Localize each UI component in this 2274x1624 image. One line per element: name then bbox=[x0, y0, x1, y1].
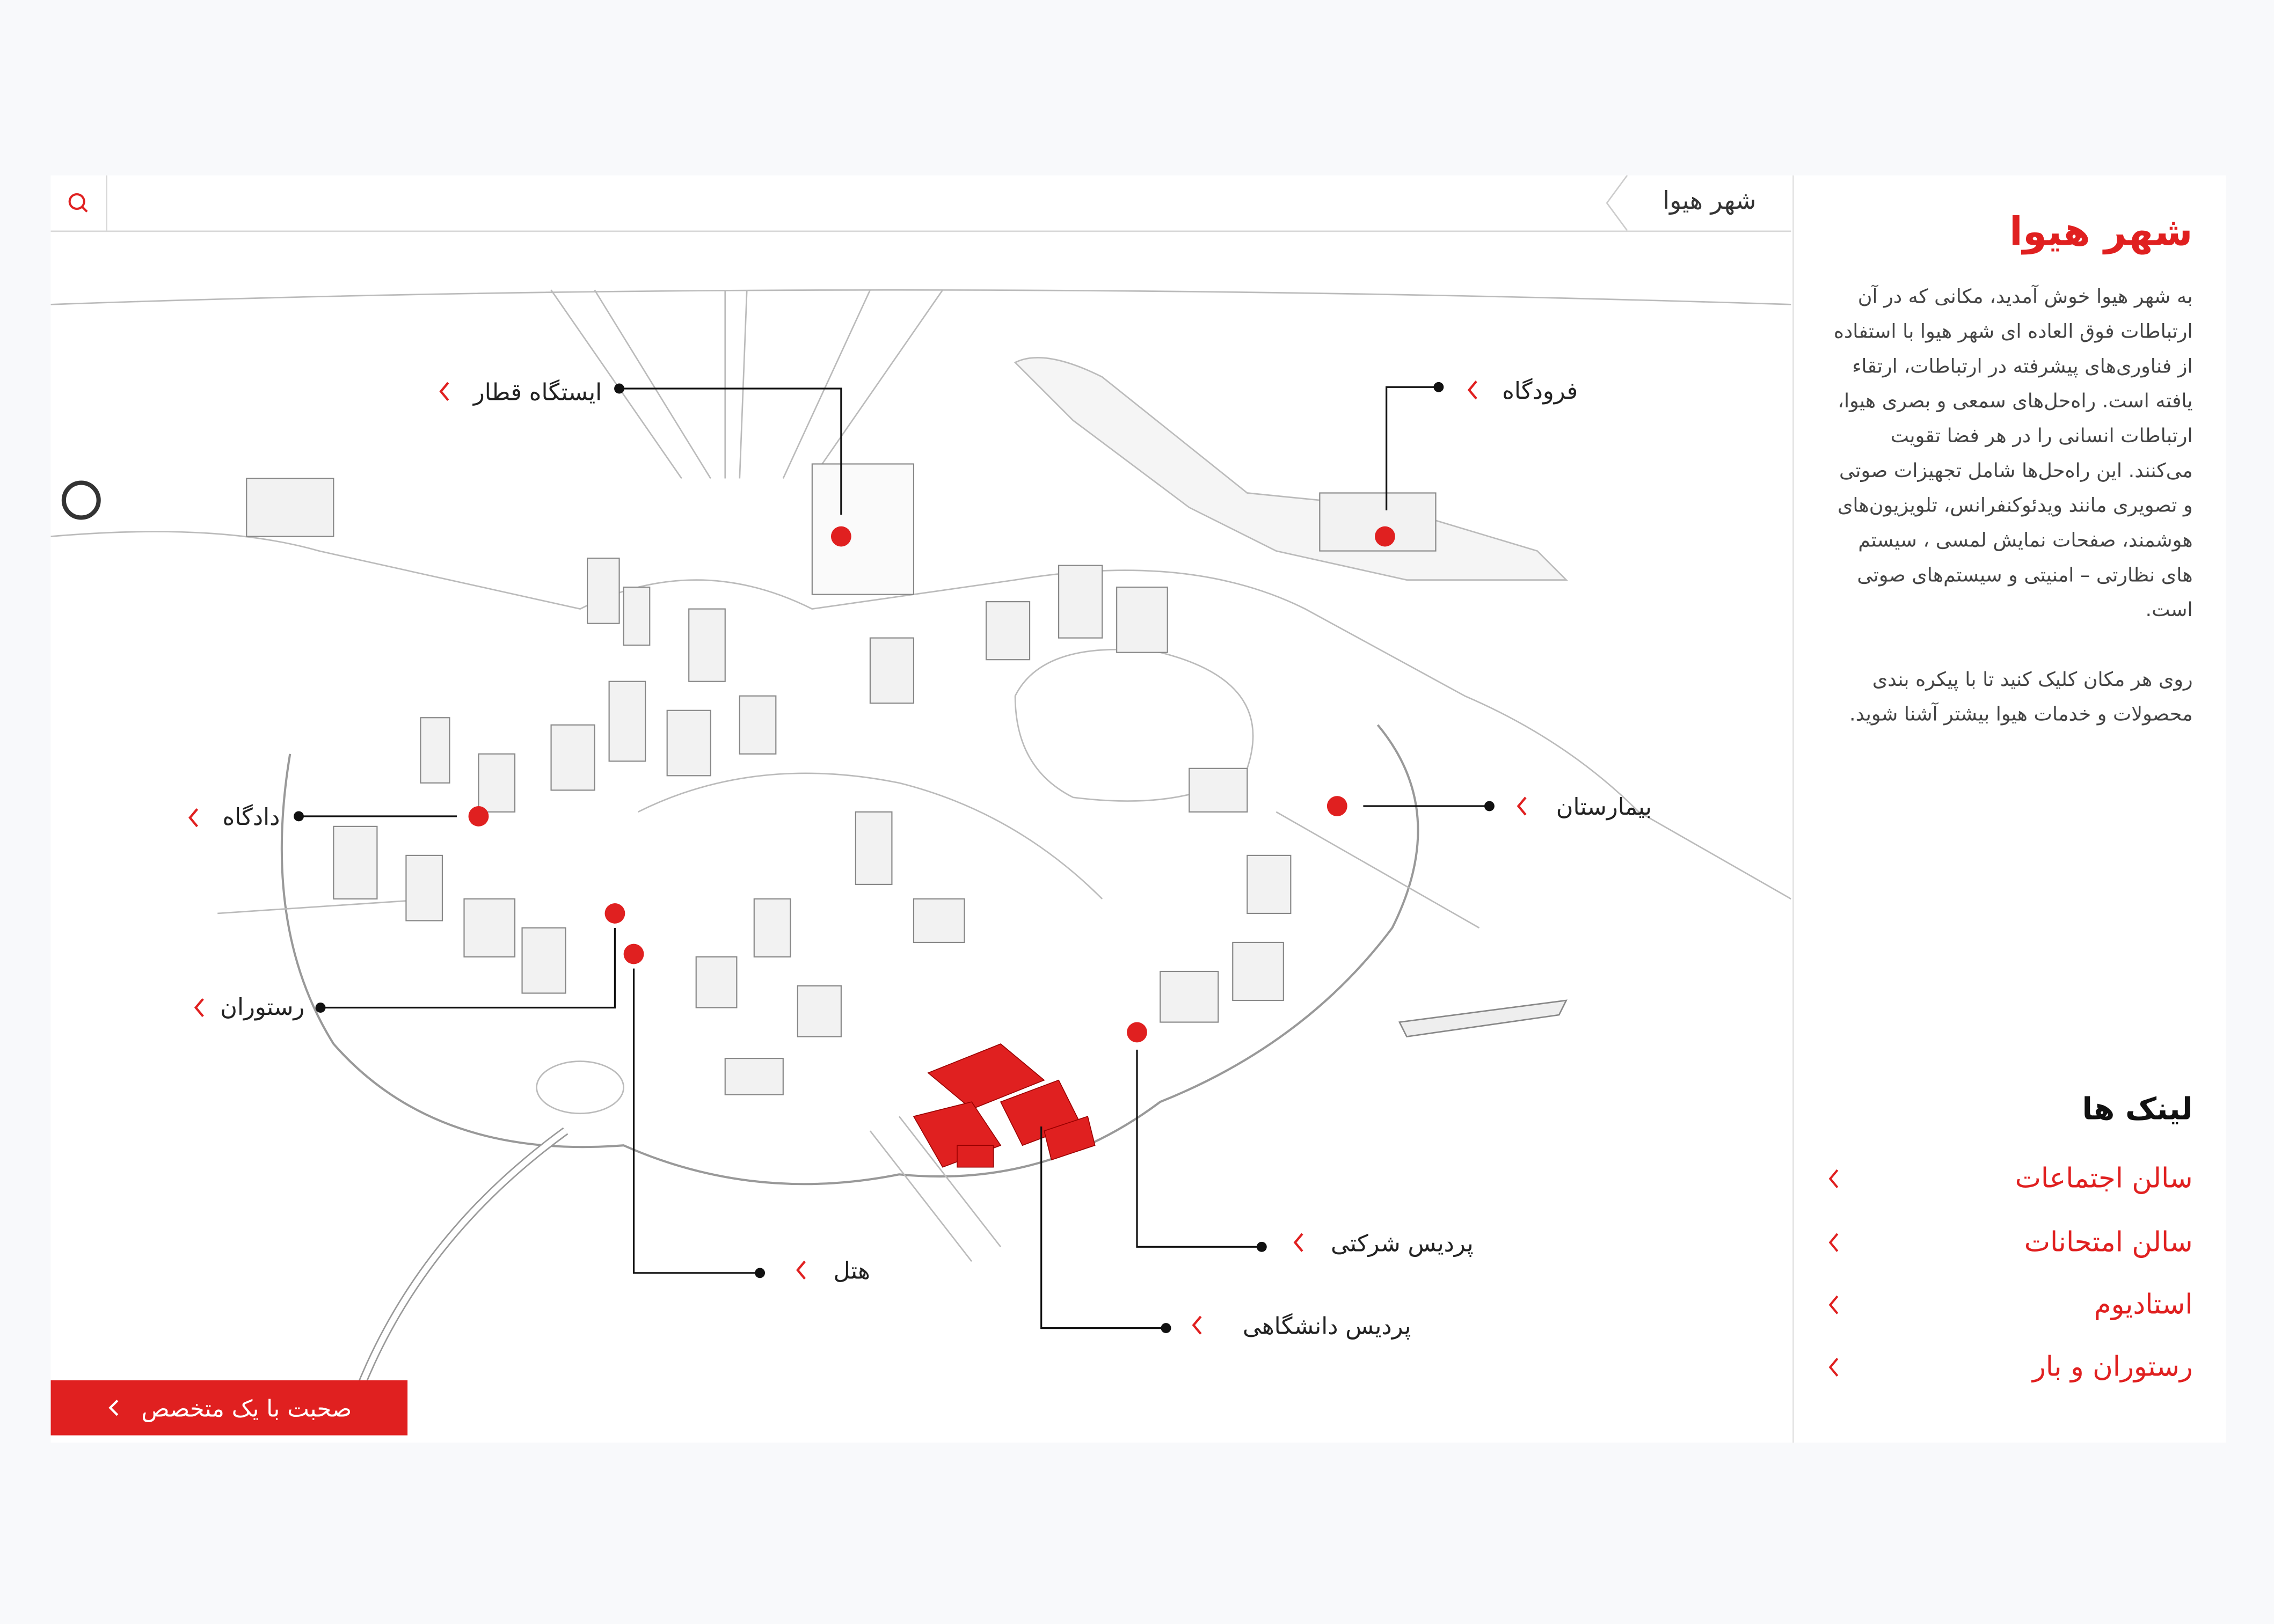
university-campus-buildings bbox=[913, 1043, 1096, 1168]
label-airport[interactable]: فرودگاه bbox=[1502, 378, 1578, 405]
talk-to-expert-button[interactable]: صحبت با یک متخصص bbox=[50, 1380, 408, 1436]
marker-airport[interactable] bbox=[1375, 526, 1395, 547]
main-panel: شهر هیوا bbox=[50, 175, 2227, 1443]
search-icon bbox=[68, 193, 88, 213]
label-hospital[interactable]: بیمارستان bbox=[1556, 794, 1652, 821]
breadcrumb-separator-icon bbox=[1606, 175, 1628, 231]
chevron-left-icon bbox=[1828, 1233, 1839, 1252]
chevron-left-icon bbox=[107, 1400, 118, 1416]
marker-court[interactable] bbox=[468, 806, 489, 826]
chevron-left-icon bbox=[1828, 1169, 1839, 1188]
breadcrumb-current[interactable]: شهر هیوا bbox=[1663, 187, 1756, 216]
link-restaurant-bar[interactable]: رستوران و بار bbox=[1827, 1345, 2193, 1389]
label-hotel[interactable]: هتل bbox=[833, 1258, 870, 1285]
marker-corporate-campus[interactable] bbox=[1127, 1022, 1147, 1043]
link-stadium[interactable]: استادیوم bbox=[1827, 1283, 2193, 1327]
cta-label: صحبت با یک متخصص bbox=[141, 1394, 352, 1422]
callout-lines bbox=[298, 386, 1490, 1329]
map-buildings bbox=[246, 463, 1437, 1095]
link-label: سالن امتحانات bbox=[2024, 1226, 2193, 1259]
city-map[interactable]: ایستگاه قطار فرودگاه دادگاه بیمارستان رس… bbox=[50, 232, 1792, 1443]
marker-train-station[interactable] bbox=[830, 526, 851, 547]
link-label: رستوران و بار bbox=[2032, 1351, 2193, 1384]
hint-text: روی هر مکان کلیک کنید تا با پیکره بندی م… bbox=[1849, 668, 2193, 727]
city-map-drawing: ایستگاه قطار فرودگاه دادگاه بیمارستان رس… bbox=[50, 289, 1792, 1423]
search-button[interactable] bbox=[51, 175, 107, 231]
links-heading: لینک ها bbox=[2082, 1092, 2193, 1127]
chevron-left-icons bbox=[188, 381, 1527, 1335]
label-restaurant[interactable]: رستوران bbox=[220, 994, 304, 1021]
marker-university-campus[interactable] bbox=[1031, 1106, 1052, 1127]
header-bar: شهر هیوا bbox=[50, 175, 1791, 232]
marker-restaurant[interactable] bbox=[604, 903, 625, 924]
label-court[interactable]: دادگاه bbox=[222, 804, 280, 831]
chevron-left-icon bbox=[1828, 1358, 1839, 1377]
label-train-station[interactable]: ایستگاه قطار bbox=[472, 379, 602, 406]
intro-text: به شهر هیوا خوش آمدید، مکانی که در آن ار… bbox=[1833, 286, 2193, 622]
stadium-icon bbox=[61, 480, 101, 520]
link-exam-hall[interactable]: سالن امتحانات bbox=[1827, 1221, 2193, 1264]
location-labels: ایستگاه قطار فرودگاه دادگاه بیمارستان رس… bbox=[220, 378, 1652, 1340]
sidebar-title: شهر هیوا bbox=[2009, 210, 2193, 255]
location-markers bbox=[468, 526, 1395, 1127]
link-label: سالن اجتماعات bbox=[2015, 1162, 2193, 1195]
sidebar: شهر هیوا به شهر هیوا خوش آمدید، مکانی که… bbox=[1792, 175, 2227, 1443]
link-label: استادیوم bbox=[2094, 1289, 2193, 1321]
marker-hospital[interactable] bbox=[1326, 796, 1347, 816]
sidebar-description: به شهر هیوا خوش آمدید، مکانی که در آن ار… bbox=[1827, 280, 2193, 767]
link-assembly-hall[interactable]: سالن اجتماعات bbox=[1827, 1157, 2193, 1201]
chevron-left-icon bbox=[1828, 1295, 1839, 1314]
marker-hotel[interactable] bbox=[623, 943, 644, 964]
label-corporate-campus[interactable]: پردیس شرکتی bbox=[1331, 1230, 1474, 1257]
label-university-campus[interactable]: پردیس دانشگاهی bbox=[1243, 1313, 1411, 1340]
